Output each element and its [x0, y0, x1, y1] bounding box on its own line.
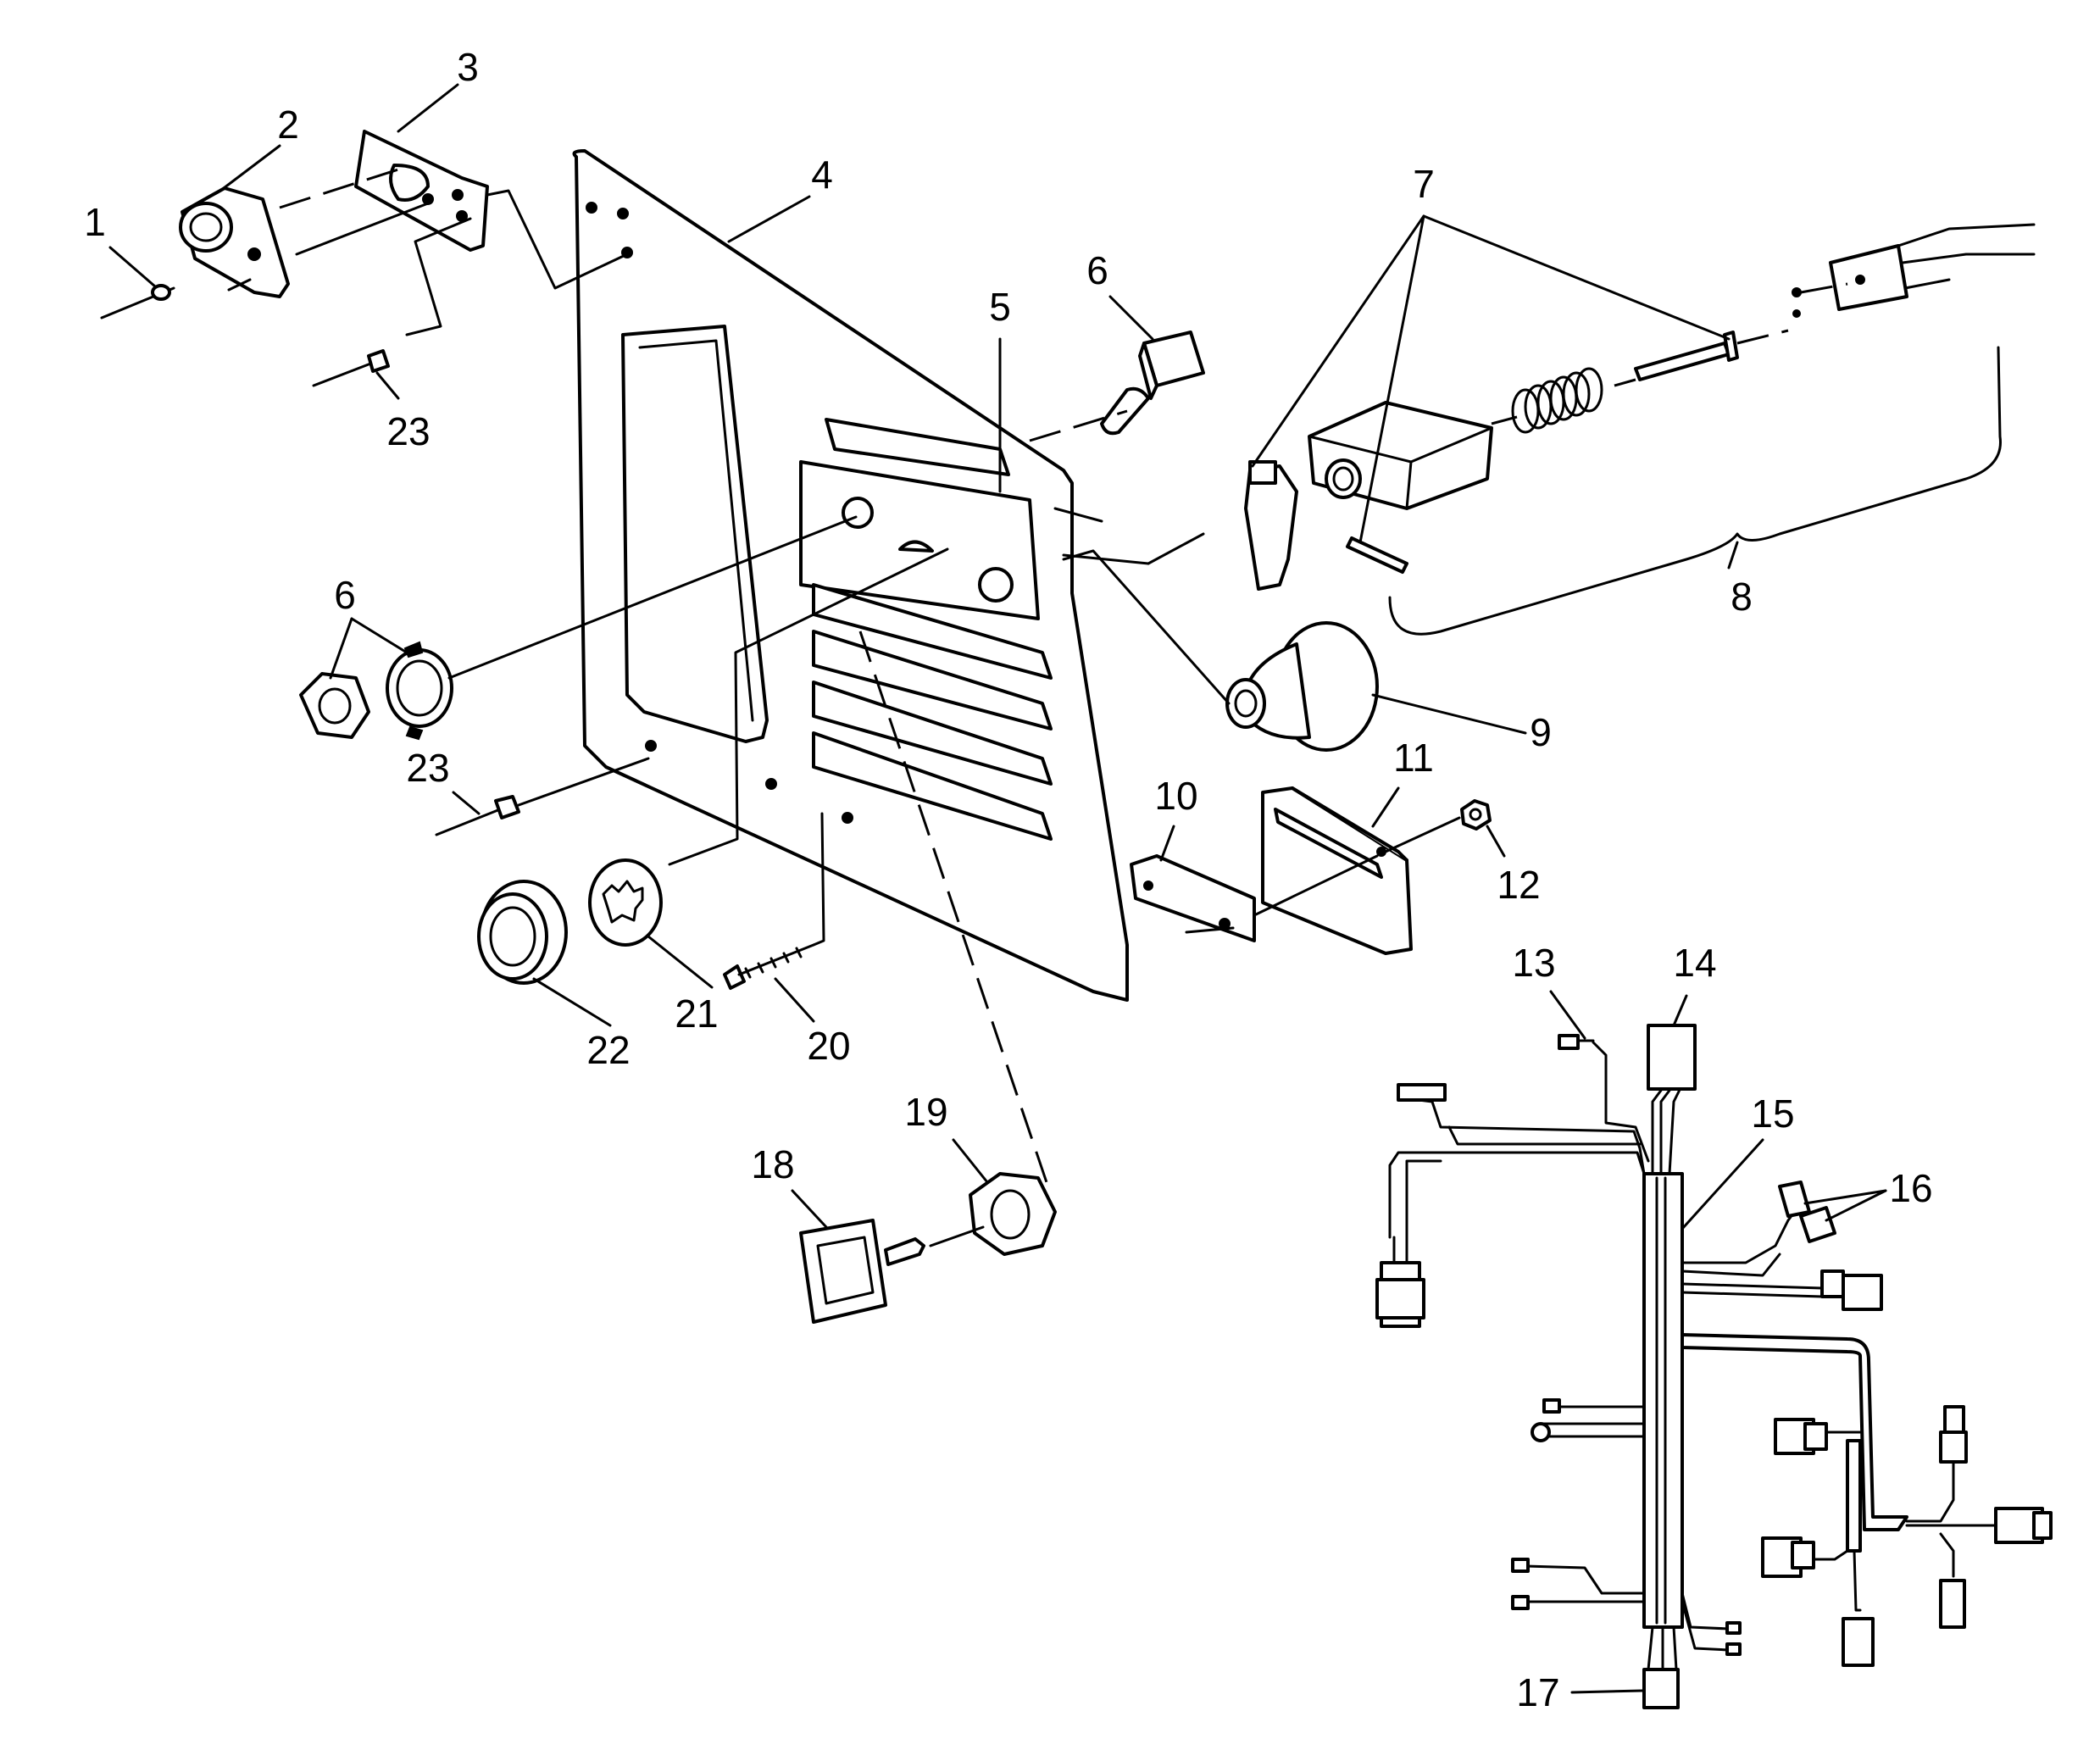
pin — [1346, 536, 1408, 574]
mounting-plate-3 — [354, 130, 489, 252]
callout-21: 21 — [675, 992, 718, 1036]
retaining-ring-6 — [386, 641, 453, 741]
nut-12 — [1460, 799, 1492, 831]
screw-1 — [100, 284, 175, 319]
bracket-11 — [1261, 786, 1413, 955]
screw-20 — [723, 943, 815, 990]
callout-6-nut: 6 — [334, 573, 356, 617]
callout-17: 17 — [1516, 1670, 1559, 1714]
bolt-23-lower — [435, 795, 520, 836]
callout-16: 16 — [1889, 1166, 1932, 1210]
callout-3: 3 — [457, 45, 479, 89]
callout-15: 15 — [1751, 1092, 1794, 1136]
callout-7: 7 — [1413, 162, 1435, 206]
ring-nut-22 — [477, 880, 568, 985]
spacer-10 — [1130, 854, 1256, 942]
callout-8: 8 — [1731, 575, 1753, 619]
callout-6-toggle: 6 — [1086, 248, 1108, 292]
choke-body — [1308, 401, 1493, 510]
knob-9 — [1225, 621, 1379, 752]
panel-louvres — [799, 418, 1053, 841]
callout-11: 11 — [1393, 736, 1434, 780]
bolt-23-top — [312, 349, 390, 387]
key-18 — [799, 1219, 925, 1324]
plunger-rod — [1634, 331, 1739, 381]
wiring-harness-15 — [1375, 1024, 2053, 1709]
callout-5: 5 — [989, 285, 1011, 329]
nut-6 — [299, 672, 370, 739]
callout-19: 19 — [904, 1090, 947, 1134]
lock-housing-2 — [179, 186, 290, 298]
callout-14: 14 — [1673, 941, 1716, 985]
callout-1: 1 — [84, 200, 106, 244]
choke-bracket-7 — [1244, 460, 1298, 591]
washer-21 — [588, 858, 663, 947]
callout-13: 13 — [1512, 941, 1555, 985]
callout-23-lower: 23 — [406, 746, 449, 790]
callout-22: 22 — [586, 1028, 630, 1072]
callout-2: 2 — [277, 103, 299, 147]
callout-leaders — [108, 83, 1887, 1694]
callout-20: 20 — [807, 1024, 850, 1068]
hex-nut-19 — [969, 1172, 1057, 1256]
toggle-switch-6 — [1100, 331, 1205, 436]
callout-labels: 1 2 3 4 5 6 6 7 8 9 10 11 12 13 14 15 16… — [84, 45, 1932, 1714]
spring — [1511, 367, 1603, 434]
cable-end — [1792, 223, 2036, 318]
callout-9: 9 — [1530, 710, 1552, 754]
callout-23-top: 23 — [386, 409, 430, 453]
callout-18: 18 — [751, 1142, 794, 1186]
callout-10: 10 — [1154, 774, 1197, 818]
callout-12: 12 — [1497, 863, 1540, 907]
callout-4: 4 — [811, 153, 833, 197]
